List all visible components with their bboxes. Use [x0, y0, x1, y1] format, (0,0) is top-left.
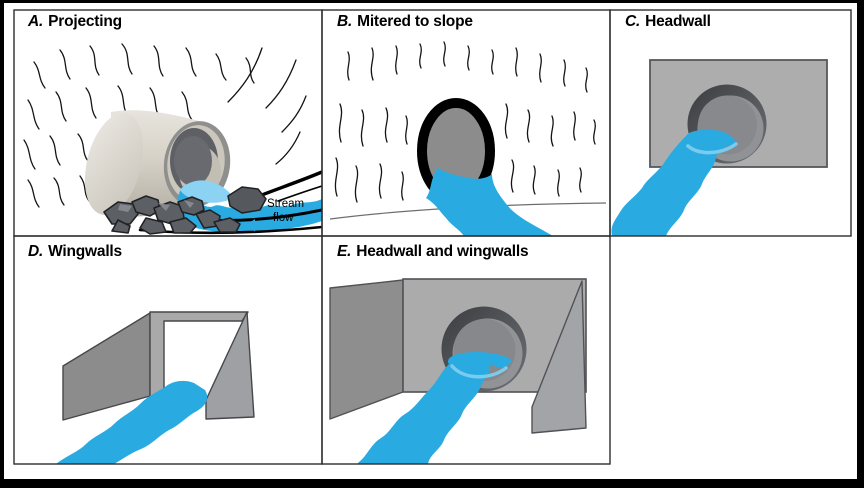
panel-c-letter: C. [625, 13, 641, 30]
panel-e-illustration [329, 278, 587, 464]
panel-borders [13, 9, 852, 465]
panel-d-letter: D. [28, 243, 44, 260]
boulder [227, 186, 267, 214]
panel-c-illustration [611, 59, 828, 236]
panel-b-letter: B. [337, 13, 353, 30]
hillside-hatching-b [334, 41, 596, 203]
water-stream-d [56, 380, 208, 464]
panel-c-title-text: Headwall [645, 13, 711, 30]
panel-d-illustration [56, 311, 255, 464]
stream-flow-label-line1: Stream [267, 198, 305, 210]
stream-flow-label-line2: flow [273, 212, 294, 224]
panel-e-title: E.Headwall and wingwalls [337, 243, 529, 261]
panel-a-title-text: Projecting [48, 13, 122, 30]
panel-c-title: C.Headwall [625, 13, 711, 31]
panel-a-letter: A. [28, 13, 44, 30]
water-stream-b [426, 168, 553, 236]
stream-flow-arrow-icon [246, 219, 269, 232]
right-wingwall-e [531, 280, 587, 434]
panel-e-letter: E. [337, 243, 352, 260]
rock-highlights [118, 200, 194, 212]
right-wingwall-d [205, 311, 255, 420]
panel-e-title-text: Headwall and wingwalls [356, 243, 529, 260]
panel-c-border [609, 9, 852, 237]
panel-b-title-text: Mitered to slope [357, 13, 473, 30]
panel-b-title: B.Mitered to slope [337, 13, 473, 31]
rock-pile [103, 195, 241, 235]
panel-d-title: D.Wingwalls [28, 243, 122, 261]
panel-d-title-text: Wingwalls [48, 243, 122, 260]
panel-b-illustration [329, 41, 607, 236]
panel-a-illustration [23, 43, 322, 235]
water-stream-e [357, 352, 512, 464]
water-stream-c [611, 129, 738, 236]
panel-e-border [321, 235, 611, 465]
panel-a-title: A.Projecting [28, 13, 122, 31]
